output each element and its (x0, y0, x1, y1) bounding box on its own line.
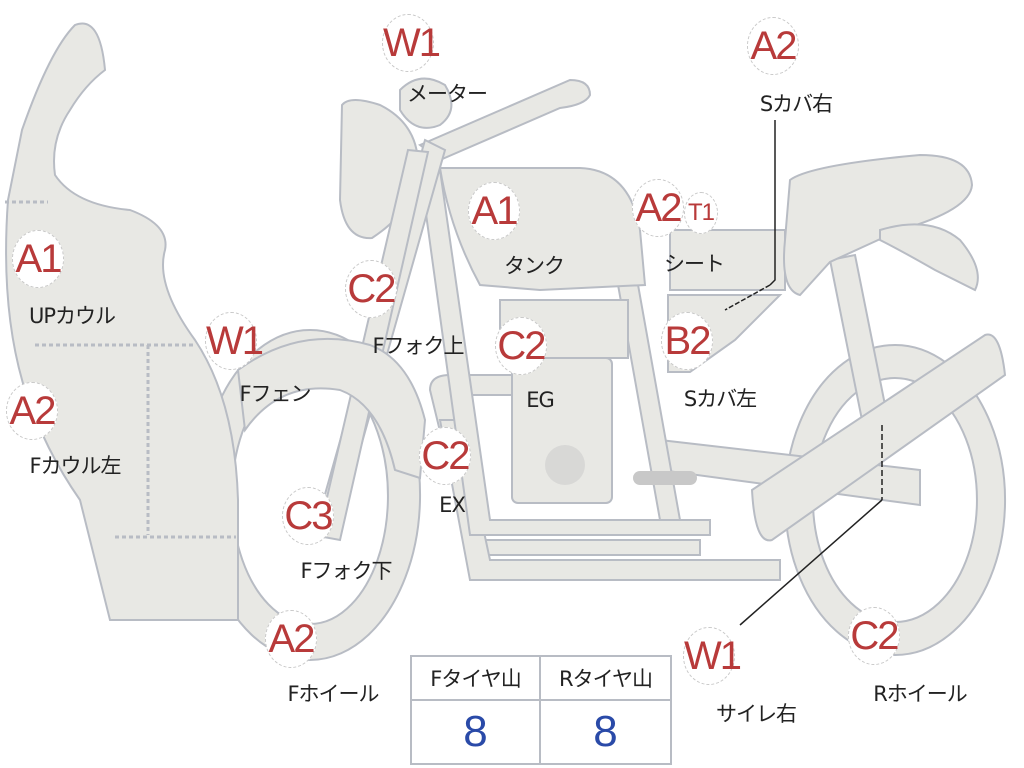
rear-tire-header: Rタイヤ山 (541, 657, 670, 701)
label-fork-upper: Fフォク上 (372, 334, 464, 358)
label-seat-cover-right: Sカバ右 (759, 92, 833, 116)
grade-tank: A1 (468, 182, 520, 240)
label-exhaust: EX (439, 493, 466, 517)
front-tire-value: 8 (412, 701, 541, 763)
grade-rear-wheel: C2 (848, 607, 900, 665)
grade-seat-cover-right: A2 (747, 17, 799, 75)
label-tank: タンク (504, 254, 565, 278)
grade-front-fender: W1 (205, 312, 264, 370)
grade-front-wheel: A2 (265, 610, 317, 668)
label-meter: メーター (407, 82, 488, 106)
label-front-wheel: Fホイール (287, 682, 379, 706)
grade-front-cowl-left: A2 (6, 382, 58, 440)
tire-tread-table: Fタイヤ山 Rタイヤ山 8 8 (410, 655, 672, 765)
grade-muffler-right: W1 (683, 627, 742, 685)
grade-fork-lower: C3 (282, 487, 334, 545)
grade-meter: W1 (382, 14, 441, 72)
grade-seat-extra: T1 (684, 192, 718, 234)
grade-seat: A2 (632, 179, 684, 237)
label-rear-wheel: Rホイール (873, 682, 968, 706)
label-fork-lower: Fフォク下 (300, 559, 392, 583)
label-seat: シート (664, 252, 725, 276)
label-side-cover-left: Sカバ左 (683, 387, 757, 411)
label-upper-cowl: UPカウル (28, 304, 116, 328)
label-engine: EG (526, 388, 555, 412)
rear-tire-value: 8 (593, 707, 618, 756)
grade-side-cover-left: B2 (661, 312, 713, 370)
grade-fork-upper: C2 (345, 260, 397, 318)
label-front-fender: Fフェン (239, 382, 311, 406)
front-tire-header: Fタイヤ山 (412, 657, 541, 701)
grade-engine: C2 (495, 317, 547, 375)
label-front-cowl-left: Fカウル左 (29, 454, 121, 478)
label-muffler-right: サイレ右 (716, 702, 797, 726)
grade-exhaust: C2 (419, 427, 471, 485)
grade-upper-cowl: A1 (12, 230, 64, 288)
